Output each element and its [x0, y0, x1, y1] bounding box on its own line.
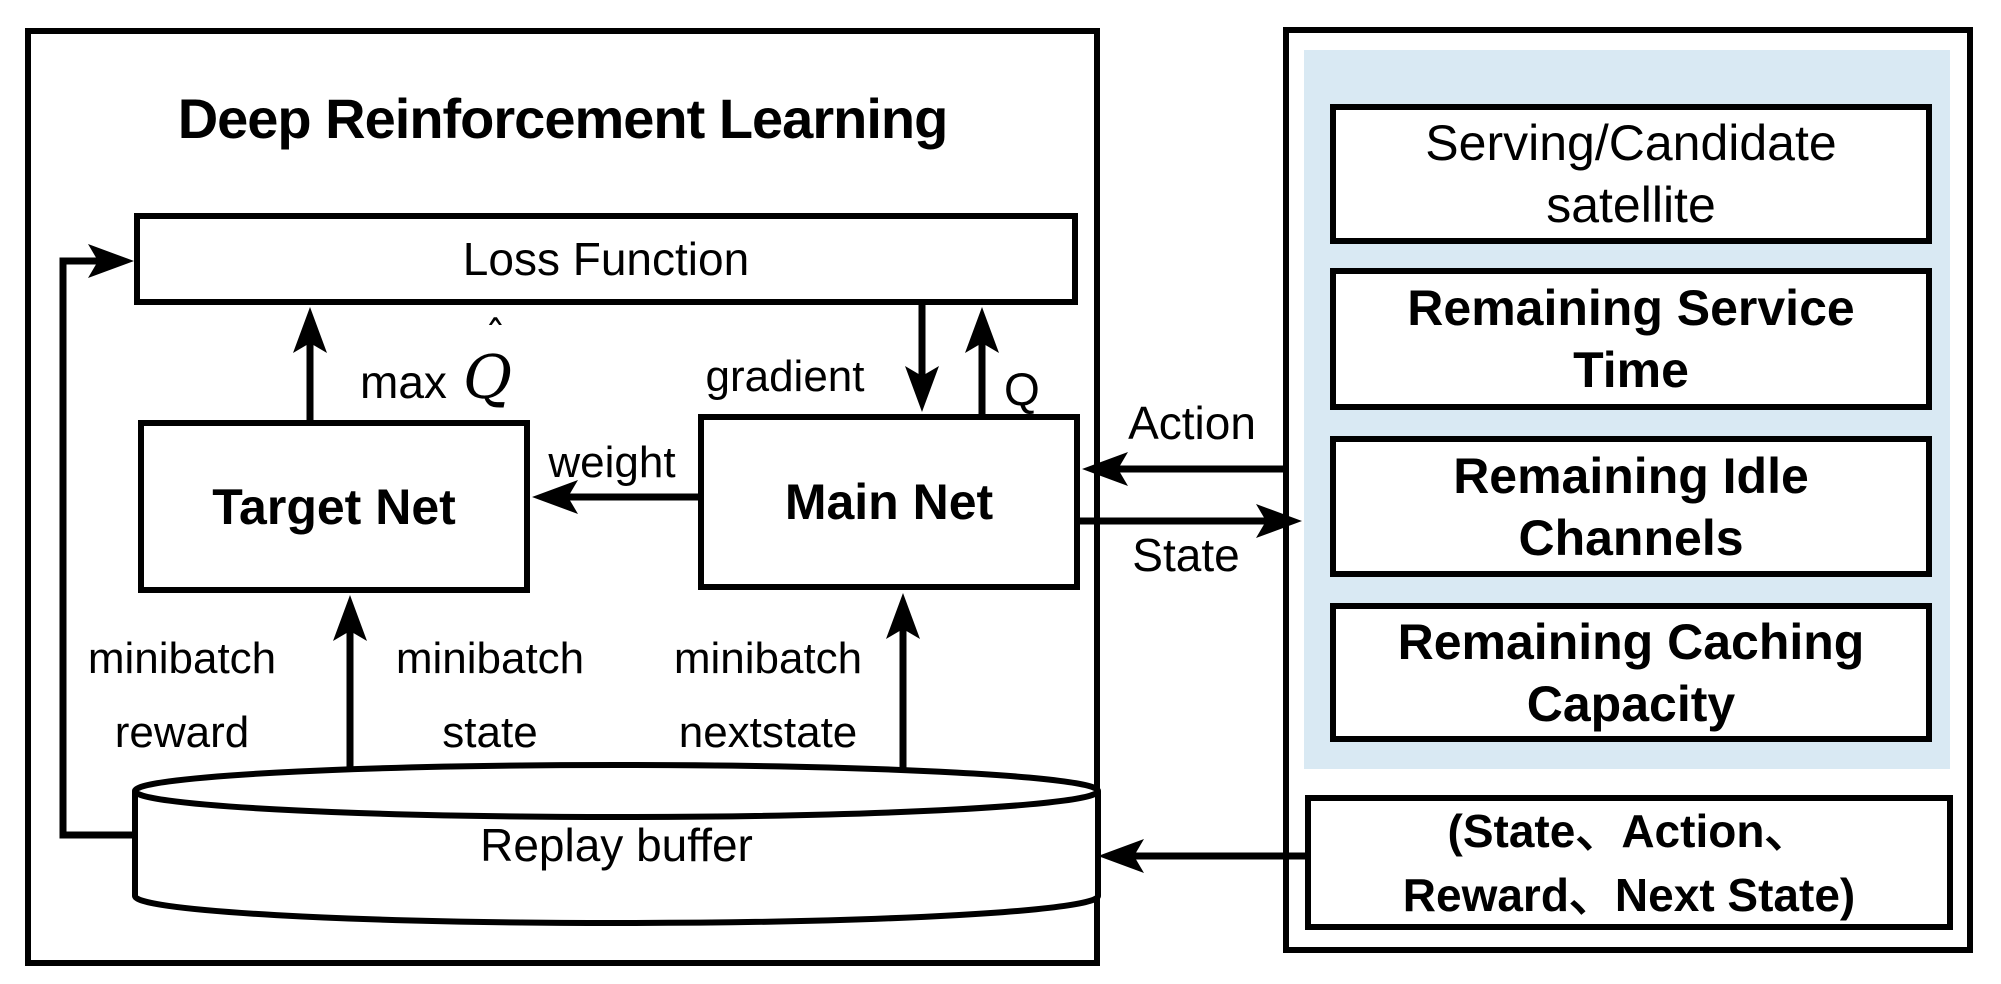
circumflex-accent: ˆ: [484, 312, 506, 361]
minibatch-state-label: minibatch state: [395, 634, 585, 757]
diagram-title: Deep Reinforcement Learning: [177, 87, 949, 150]
minibatch-nextstate-label: minibatch nextstate: [673, 634, 863, 757]
gradient-label: gradient: [705, 352, 865, 401]
experience-tuple-box: (State、Action、 Reward、Next State): [1305, 795, 1953, 930]
experience-tuple-label: (State、Action、 Reward、Next State): [1402, 804, 1856, 921]
target-net-label: Target Net: [212, 478, 456, 535]
state-item-serving-candidate-satellite: Serving/Candidate satellite: [1330, 104, 1932, 244]
main-net-label: Main Net: [784, 474, 994, 530]
action-label: Action: [1128, 397, 1256, 449]
loss-function-label: Loss Function: [462, 233, 750, 285]
q-output-label: Q: [1004, 363, 1040, 415]
state-item-label: Remaining Service Time: [1407, 280, 1855, 398]
weight-label: weight: [548, 438, 676, 487]
target-net-box: Target Net: [138, 420, 530, 593]
deep-reinforcement-learning-container: [25, 28, 1100, 966]
q-letter: Q: [462, 343, 513, 413]
main-net-box: Main Net: [698, 414, 1080, 590]
state-item-remaining-idle-channels: Remaining Idle Channels: [1330, 436, 1932, 577]
experience-tuple-arrowhead: [1098, 839, 1144, 873]
state-module-container: [1283, 27, 1973, 953]
max-q-prefix: max: [360, 356, 447, 408]
loss-function-box: Loss Function: [134, 213, 1078, 305]
state-item-remaining-service-time: Remaining Service Time: [1330, 268, 1932, 410]
minibatch-reward-label: minibatch reward: [87, 634, 277, 757]
state-item-label: Remaining Idle Channels: [1453, 447, 1809, 566]
state-item-label: Remaining Caching Capacity: [1397, 613, 1865, 732]
state-item-remaining-caching-capacity: Remaining Caching Capacity: [1330, 603, 1932, 742]
replay-buffer-label: Replay buffer: [480, 819, 753, 871]
state-item-label: Serving/Candidate satellite: [1425, 115, 1837, 233]
state-label: State: [1132, 529, 1240, 581]
